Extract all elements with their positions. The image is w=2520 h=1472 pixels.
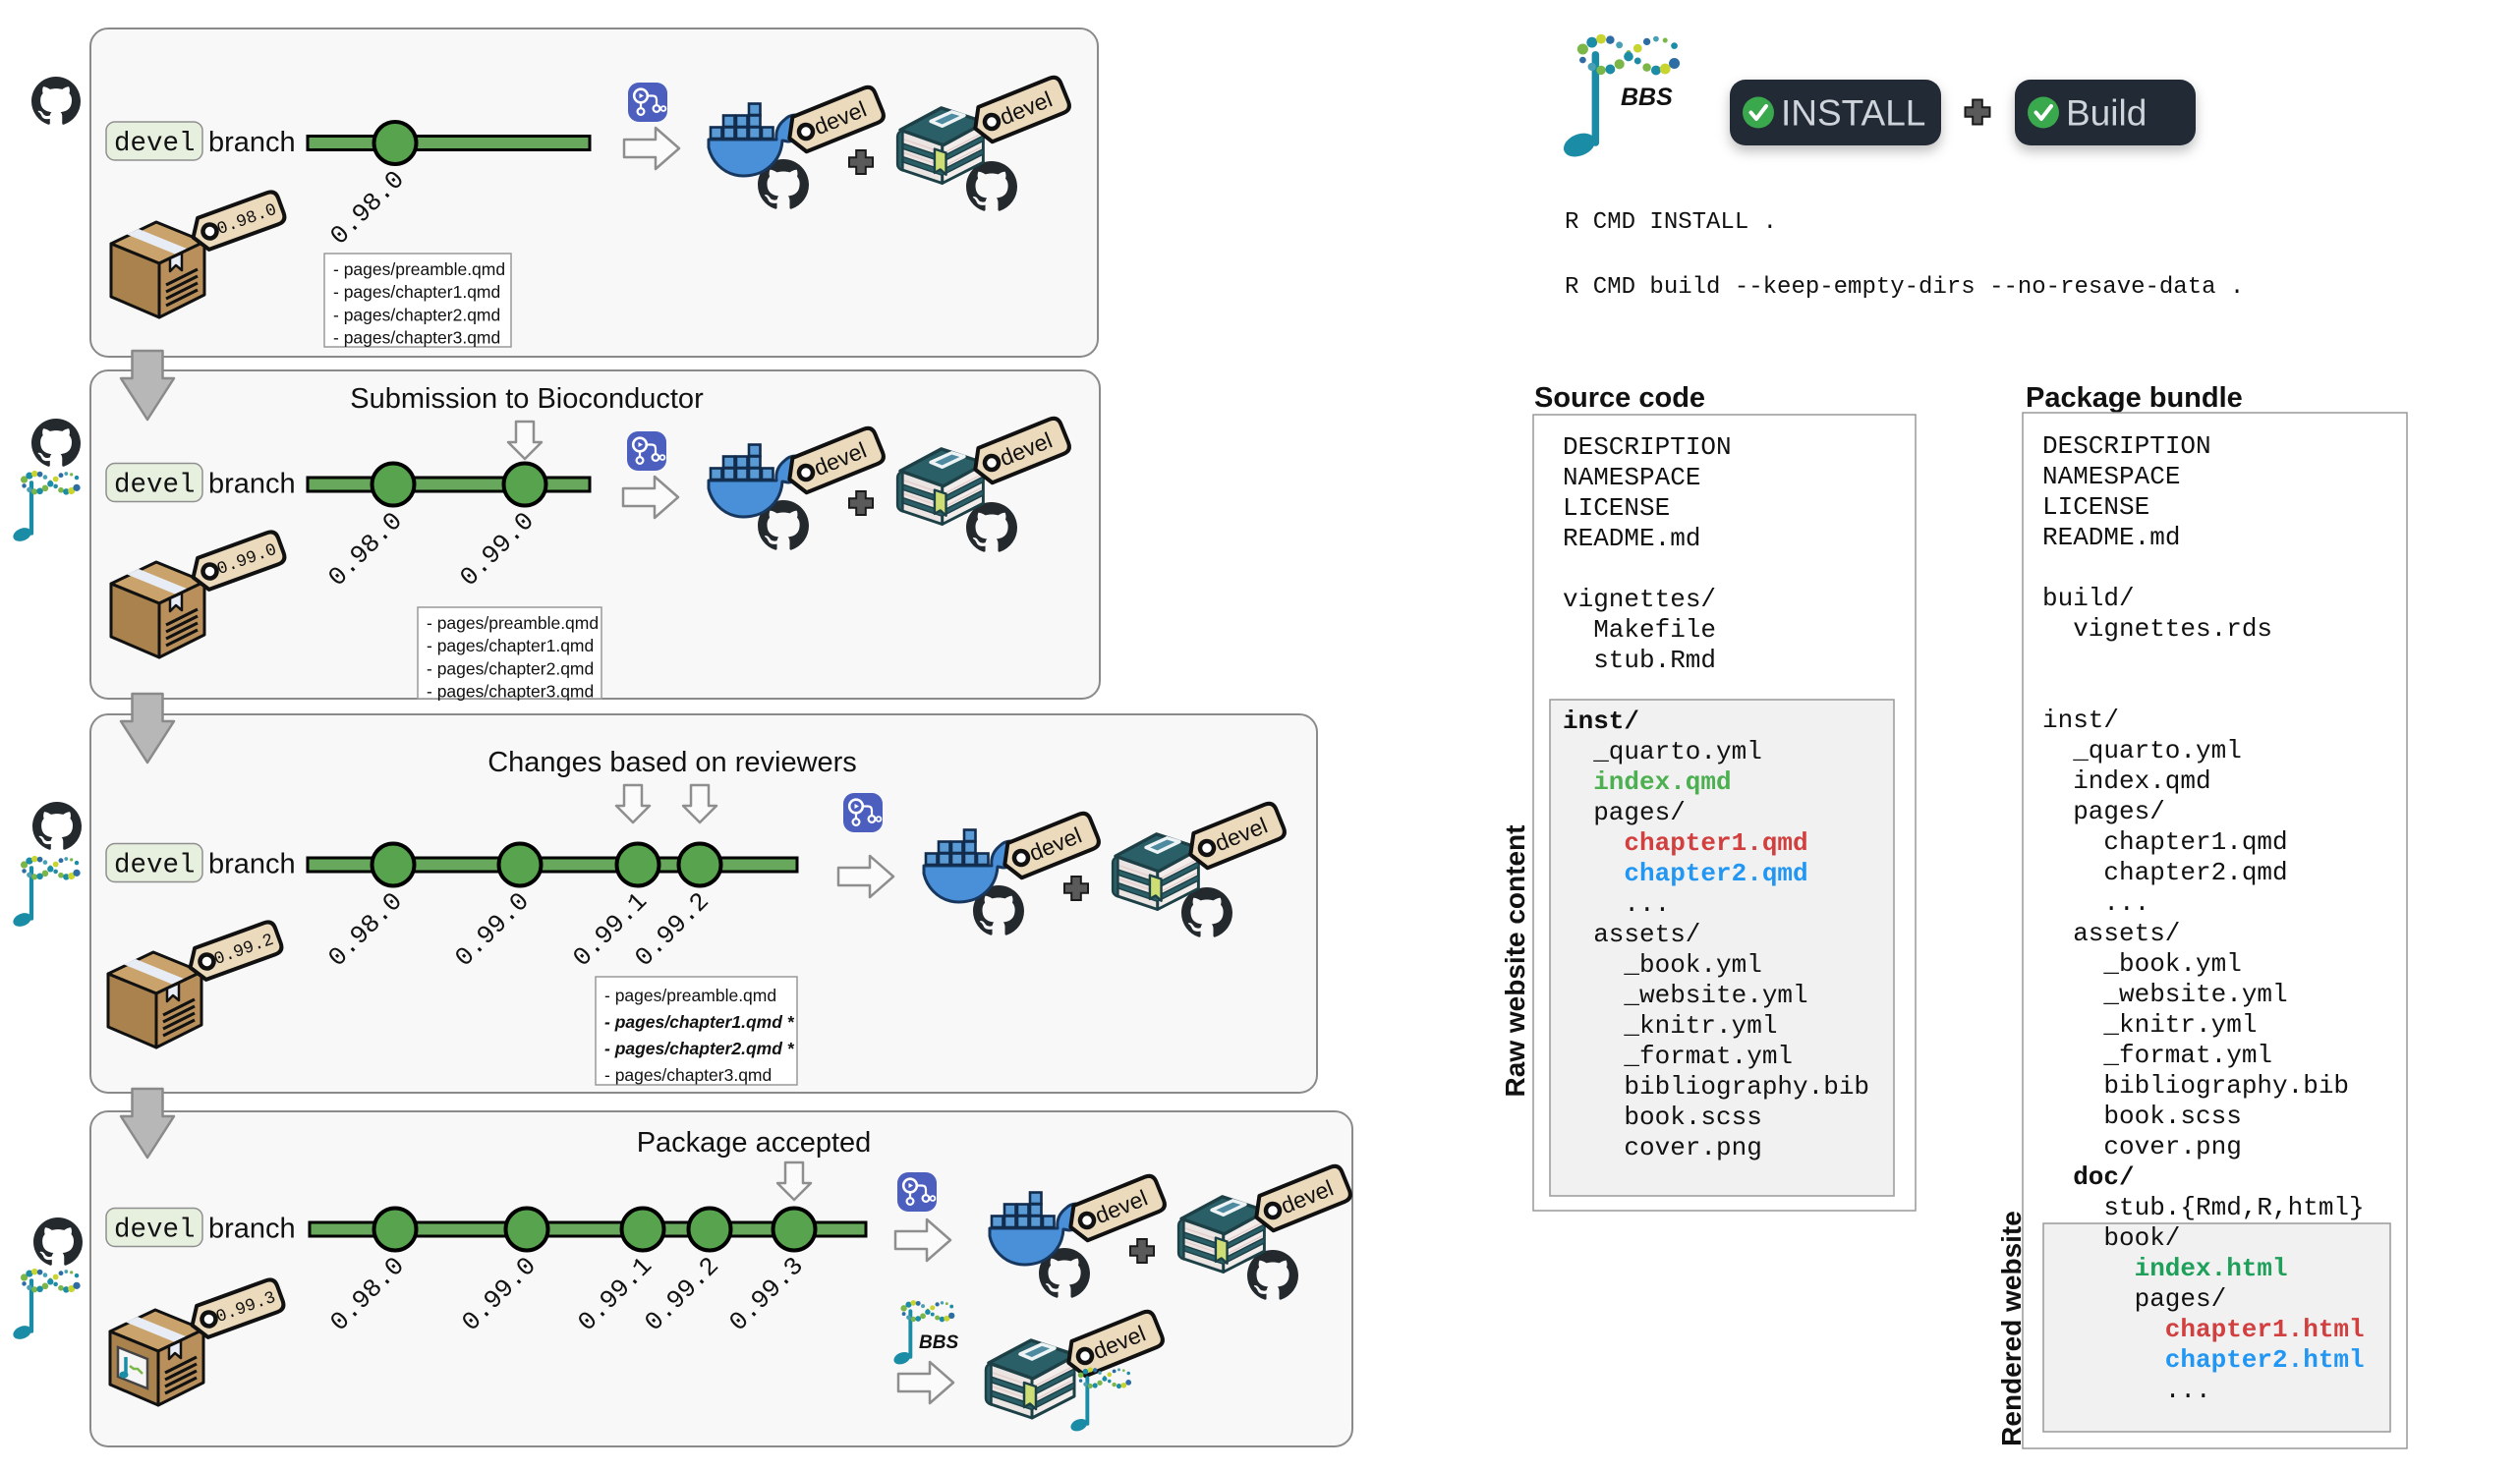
svg-text:R CMD INSTALL .: R CMD INSTALL . [1565, 209, 1777, 236]
svg-text:Source code: Source code [1534, 382, 1705, 414]
svg-text:Package bundle: Package bundle [2026, 382, 2243, 414]
svg-text:cover.png: cover.png [2103, 1132, 2241, 1161]
svg-text:- pages/chapter1.qmd: - pages/chapter1.qmd [333, 282, 500, 302]
svg-text:_book.yml: _book.yml [1623, 950, 1761, 980]
svg-text:book.scss: book.scss [2103, 1102, 2241, 1131]
svg-text:chapter2.qmd: chapter2.qmd [2103, 858, 2287, 887]
svg-text:assets/: assets/ [1593, 920, 1700, 949]
svg-text:- pages/chapter2.qmd *: - pages/chapter2.qmd * [604, 1039, 795, 1058]
svg-text:_format.yml: _format.yml [1623, 1042, 1793, 1071]
svg-text:_quarto.yml: _quarto.yml [1592, 737, 1762, 766]
svg-text:bibliography.bib: bibliography.bib [1624, 1072, 1869, 1102]
svg-text:NAMESPACE: NAMESPACE [2042, 462, 2180, 491]
svg-text:Build: Build [2066, 93, 2147, 134]
svg-text:R CMD build --keep-empty-dirs: R CMD build --keep-empty-dirs --no-resav… [1565, 274, 2244, 301]
svg-text:- pages/chapter3.qmd: - pages/chapter3.qmd [604, 1065, 772, 1085]
svg-text:_format.yml: _format.yml [2102, 1041, 2272, 1070]
svg-text:book/: book/ [2103, 1223, 2180, 1253]
svg-text:inst/: inst/ [2042, 706, 2119, 735]
svg-text:chapter2.html: chapter2.html [2165, 1345, 2365, 1375]
svg-text:- pages/chapter3.qmd: - pages/chapter3.qmd [333, 328, 500, 348]
svg-text:...: ... [2165, 1376, 2211, 1405]
svg-text:- pages/chapter1.qmd: - pages/chapter1.qmd [427, 636, 594, 655]
svg-text:inst/: inst/ [1563, 707, 1639, 736]
svg-text:devel: devel [114, 851, 196, 881]
svg-text:devel: devel [114, 471, 196, 501]
svg-text:chapter1.qmd: chapter1.qmd [2103, 827, 2287, 857]
svg-text:cover.png: cover.png [1624, 1133, 1761, 1162]
svg-text:INSTALL: INSTALL [1781, 93, 1925, 134]
svg-text:vignettes.rds: vignettes.rds [2073, 614, 2272, 644]
svg-text:book.scss: book.scss [1624, 1103, 1761, 1132]
svg-text:- pages/preamble.qmd: - pages/preamble.qmd [427, 613, 599, 633]
svg-text:branch: branch [208, 127, 296, 158]
svg-text:BBS: BBS [1621, 84, 1673, 111]
svg-text:_quarto.yml: _quarto.yml [2072, 736, 2242, 765]
svg-text:- pages/chapter2.qmd: - pages/chapter2.qmd [333, 305, 500, 324]
svg-text:...: ... [1624, 889, 1670, 919]
svg-text:pages/: pages/ [1593, 798, 1686, 827]
svg-text:index.html: index.html [2135, 1254, 2288, 1283]
svg-text:stub.{Rmd,R,html}: stub.{Rmd,R,html} [2103, 1193, 2364, 1222]
svg-text:index.qmd: index.qmd [2073, 766, 2210, 796]
svg-text:- pages/chapter2.qmd: - pages/chapter2.qmd [427, 658, 594, 678]
svg-text:DESCRIPTION: DESCRIPTION [1563, 432, 1732, 462]
svg-text:bibliography.bib: bibliography.bib [2103, 1071, 2349, 1101]
svg-text:branch: branch [208, 469, 296, 500]
svg-text:NAMESPACE: NAMESPACE [1563, 463, 1700, 492]
svg-text:_knitr.yml: _knitr.yml [2102, 1010, 2257, 1040]
svg-text:Changes based on reviewers: Changes based on reviewers [487, 747, 857, 778]
svg-text:LICENSE: LICENSE [2042, 492, 2149, 522]
svg-text:_website.yml: _website.yml [2102, 980, 2287, 1009]
svg-text:Raw website content: Raw website content [1500, 825, 1530, 1098]
svg-text:index.qmd: index.qmd [1593, 767, 1731, 797]
svg-text:- pages/chapter3.qmd: - pages/chapter3.qmd [427, 682, 594, 702]
svg-text:vignettes/: vignettes/ [1563, 585, 1716, 614]
svg-text:pages/: pages/ [2135, 1284, 2227, 1314]
svg-text:_book.yml: _book.yml [2102, 949, 2241, 979]
svg-text:_website.yml: _website.yml [1623, 981, 1807, 1010]
svg-text:pages/: pages/ [2073, 797, 2165, 826]
svg-text:devel: devel [114, 1216, 196, 1246]
svg-text:branch: branch [208, 1214, 296, 1245]
svg-text:README.md: README.md [1563, 524, 1700, 553]
svg-text:build/: build/ [2042, 584, 2135, 613]
svg-text:stub.Rmd: stub.Rmd [1593, 646, 1716, 675]
svg-text:- pages/chapter1.qmd *: - pages/chapter1.qmd * [604, 1012, 795, 1032]
svg-text:Submission to Bioconductor: Submission to Bioconductor [350, 383, 704, 415]
svg-text:Rendered website: Rendered website [1996, 1211, 2027, 1446]
svg-text:branch: branch [208, 849, 296, 880]
svg-text:devel: devel [114, 129, 196, 159]
svg-text:chapter1.html: chapter1.html [2165, 1315, 2365, 1344]
svg-text:README.md: README.md [2042, 523, 2180, 552]
svg-text:doc/: doc/ [2073, 1162, 2134, 1192]
svg-text:- pages/preamble.qmd: - pages/preamble.qmd [333, 259, 505, 279]
svg-text:LICENSE: LICENSE [1563, 493, 1670, 523]
svg-text:- pages/preamble.qmd: - pages/preamble.qmd [604, 986, 776, 1005]
svg-text:chapter2.qmd: chapter2.qmd [1624, 859, 1807, 888]
svg-text:BBS: BBS [919, 1332, 958, 1353]
svg-text:_knitr.yml: _knitr.yml [1623, 1011, 1777, 1041]
svg-text:Package accepted: Package accepted [637, 1127, 872, 1159]
svg-text:assets/: assets/ [2073, 919, 2180, 948]
svg-text:chapter1.qmd: chapter1.qmd [1624, 828, 1807, 858]
svg-text:...: ... [2103, 888, 2149, 918]
svg-text:DESCRIPTION: DESCRIPTION [2042, 431, 2211, 461]
svg-text:Makefile: Makefile [1593, 615, 1716, 645]
